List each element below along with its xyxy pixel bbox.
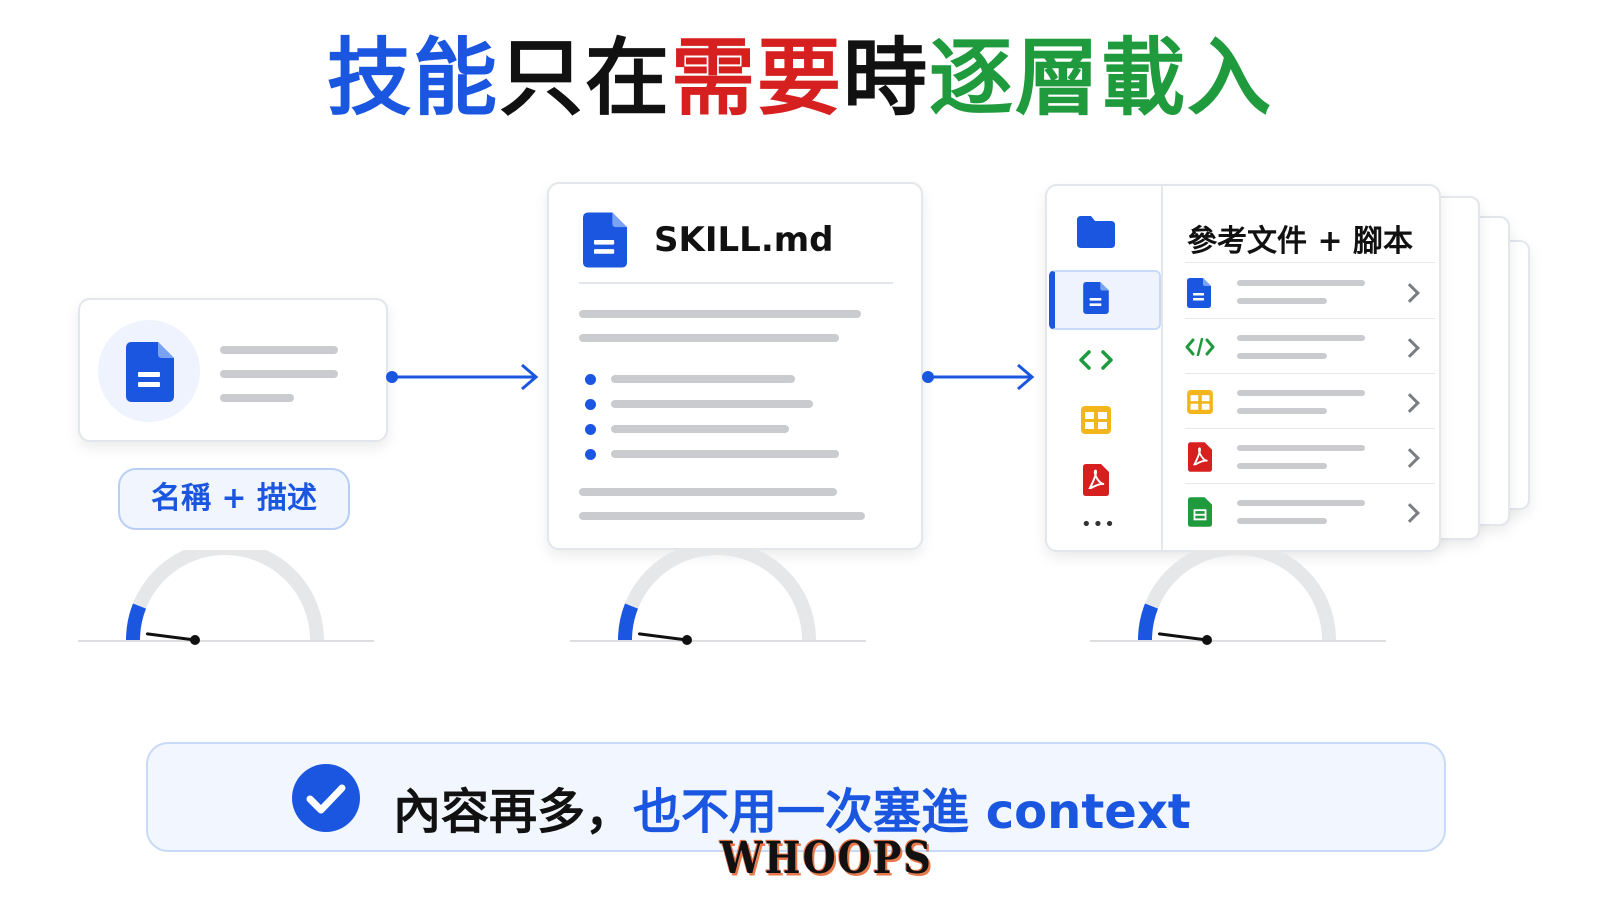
summary-banner: 內容再多，也不用一次塞進 context	[146, 742, 1446, 852]
pdf-icon[interactable]	[1083, 464, 1109, 496]
bullet-dot	[585, 399, 596, 410]
text-placeholder-line	[579, 512, 865, 520]
gauge-track	[126, 550, 324, 641]
chevron-right-icon[interactable]	[1400, 393, 1420, 413]
document-icon	[583, 212, 627, 268]
check-circle-icon	[292, 764, 360, 832]
text-placeholder-line	[579, 334, 839, 342]
name-description-pill: 名稱 + 描述	[118, 468, 350, 530]
arrow-stage2-to-stage3	[922, 364, 1035, 390]
watermark-text: WHOOPS	[720, 831, 933, 884]
text-placeholder-line	[220, 346, 338, 354]
summary-text-part2: 也不用一次塞進 context	[633, 784, 1191, 840]
table-icon[interactable]	[1081, 406, 1111, 434]
context-gauge-1	[78, 550, 374, 645]
arrow-stage1-to-stage2	[386, 364, 539, 390]
gauge-fill	[126, 603, 147, 641]
row-divider	[1185, 373, 1435, 374]
title-part-when: 時	[843, 29, 930, 127]
gauge-needle	[145, 632, 197, 642]
document-icon[interactable]	[1083, 282, 1109, 314]
context-gauge-3	[1090, 550, 1386, 645]
chevron-right-icon[interactable]	[1400, 503, 1420, 523]
references-scripts-card: ••• 參考文件 + 腳本	[1045, 184, 1441, 552]
gauge-fill	[1138, 603, 1159, 641]
gauge-hub	[682, 635, 692, 645]
references-scripts-title: 參考文件 + 腳本	[1187, 224, 1414, 259]
bullet-line	[611, 375, 795, 383]
more-icon[interactable]: •••	[1081, 514, 1116, 535]
document-icon	[126, 342, 174, 402]
gauge-hub	[190, 635, 200, 645]
text-placeholder-line	[579, 488, 837, 496]
row-placeholder-line	[1237, 445, 1365, 451]
gauge-fill	[618, 603, 639, 641]
summary-text: 內容再多，也不用一次塞進 context	[393, 772, 1191, 842]
chevron-right-icon[interactable]	[1400, 283, 1420, 303]
divider	[579, 282, 893, 284]
stage1-card	[78, 298, 388, 442]
table-icon[interactable]	[1187, 390, 1213, 414]
chevron-right-icon[interactable]	[1400, 338, 1420, 358]
chevron-right-icon[interactable]	[1400, 448, 1420, 468]
code-icon[interactable]	[1185, 338, 1215, 356]
row-placeholder-line	[1237, 280, 1365, 286]
row-placeholder-line	[1237, 518, 1327, 524]
gauge-hub	[1202, 635, 1212, 645]
row-placeholder-line	[1237, 353, 1327, 359]
gauge-needle	[637, 632, 689, 642]
gauge-needle	[1157, 632, 1209, 642]
title-part-only: 只在	[498, 29, 671, 127]
row-placeholder-line	[1237, 408, 1327, 414]
row-divider	[1185, 428, 1435, 429]
bullet-dot	[585, 374, 596, 385]
document-icon[interactable]	[1187, 278, 1211, 308]
bullet-dot	[585, 449, 596, 460]
sidebar-divider	[1161, 186, 1163, 550]
row-placeholder-line	[1237, 298, 1327, 304]
text-placeholder-line	[579, 310, 861, 318]
summary-text-part1: 內容再多，	[393, 784, 634, 840]
row-divider	[1185, 262, 1435, 263]
context-gauge-2	[570, 550, 866, 645]
gauge-track	[618, 550, 816, 641]
sheet-icon[interactable]	[1188, 497, 1212, 527]
bullet-line	[611, 450, 839, 458]
text-placeholder-line	[220, 394, 294, 402]
folder-icon[interactable]	[1077, 216, 1115, 248]
bullet-line	[611, 425, 789, 433]
text-placeholder-line	[220, 370, 338, 378]
page-title: 技能只在需要時逐層載入	[0, 28, 1600, 128]
skill-md-card: SKILL.md	[547, 182, 923, 550]
title-part-need: 需要	[670, 29, 843, 127]
title-part-skills: 技能	[326, 29, 499, 127]
code-icon[interactable]	[1079, 350, 1113, 370]
skill-md-title: SKILL.md	[654, 220, 834, 260]
title-part-layered: 逐層載入	[929, 29, 1274, 127]
row-divider	[1185, 318, 1435, 319]
gauge-track	[1138, 550, 1336, 641]
row-placeholder-line	[1237, 390, 1365, 396]
bullet-dot	[585, 424, 596, 435]
row-divider	[1185, 483, 1435, 484]
row-placeholder-line	[1237, 463, 1327, 469]
row-placeholder-line	[1237, 335, 1365, 341]
row-placeholder-line	[1237, 500, 1365, 506]
bullet-line	[611, 400, 813, 408]
pdf-icon[interactable]	[1188, 442, 1212, 472]
